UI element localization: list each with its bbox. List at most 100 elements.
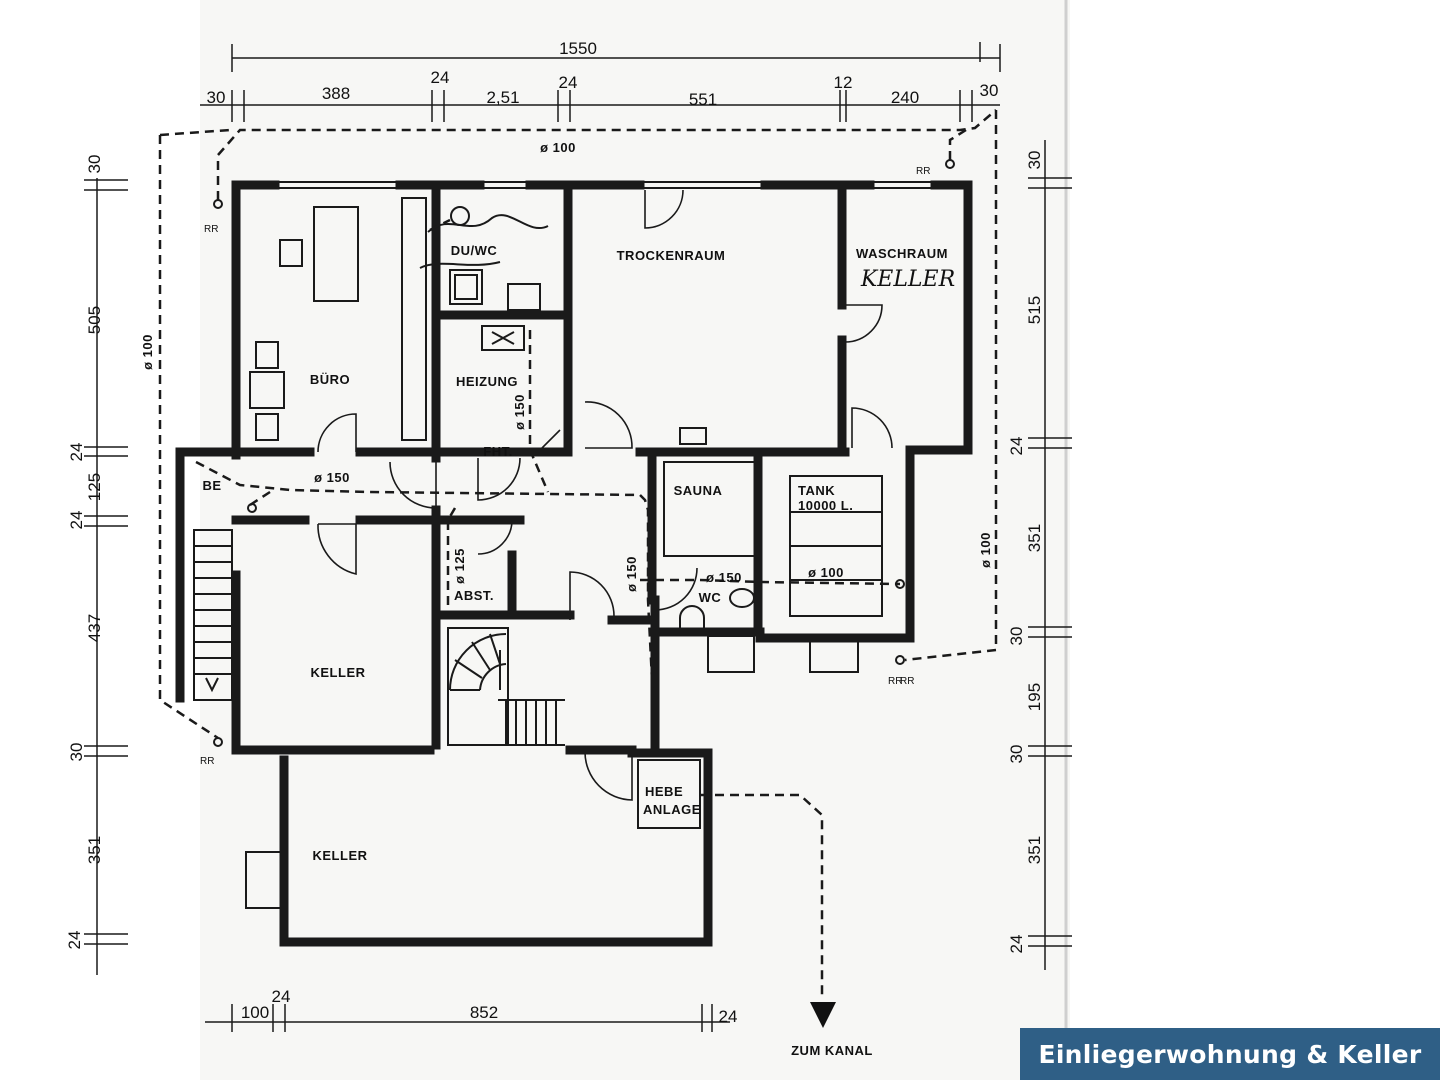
doors [317, 189, 893, 801]
rr-label: RR [888, 676, 902, 687]
dim-top-6: 551 [689, 90, 717, 109]
drain-point-icon [247, 503, 257, 513]
arrow-down-icon [810, 1002, 836, 1028]
handwritten-scribble [427, 214, 549, 233]
dim-right-4: 351 [1025, 524, 1044, 552]
pipe-d100-top: ø 100 [540, 140, 576, 155]
chair-icon [279, 239, 303, 267]
dim-top-total: 1550 [559, 39, 597, 58]
dim-left-6: 437 [85, 614, 104, 642]
room-labels: BÜRO HEIZUNG DU/WC TROCKENRAUM WASCHRAUM… [202, 243, 955, 1058]
dim-top-2: 388 [322, 84, 350, 103]
dim-bottom-3: 852 [470, 1003, 498, 1022]
dim-left-3: 24 [67, 443, 86, 462]
pipe-labels: ø 100 ø 100 ø 100 ø 100 ø 150 ø 150 ø 15… [140, 140, 993, 767]
dim-top-9: 30 [980, 81, 999, 100]
dim-right-3: 24 [1007, 437, 1026, 456]
pipe-d125: ø 125 [452, 548, 467, 584]
dim-right-2: 515 [1025, 296, 1044, 324]
stove-icon [679, 427, 707, 445]
dim-left-2: 505 [85, 306, 104, 334]
dim-right-8: 351 [1025, 836, 1044, 864]
dim-right-6: 195 [1025, 683, 1044, 711]
dim-bottom-1: 100 [241, 1003, 269, 1022]
rr-label: RR [200, 756, 214, 767]
pipe-d150-wc: ø 150 [706, 570, 742, 585]
dim-right-9: 24 [1007, 935, 1026, 954]
dim-top-3: 24 [431, 68, 450, 87]
label-heizung: HEIZUNG [456, 374, 518, 389]
pipe-d150-mid: ø 150 [624, 556, 639, 592]
furniture [249, 197, 883, 829]
dimensions-top: 1550 30 388 24 2,51 24 551 12 240 30 [200, 39, 1001, 122]
label-tank-volume: 10000 L. [798, 498, 853, 513]
windows [275, 181, 935, 189]
sauna-cabin-icon [663, 461, 757, 557]
drain-point-icon [895, 579, 905, 589]
label-fht: FHT. [483, 444, 512, 459]
rr-label: RR [900, 676, 914, 687]
dimensions-right: 30 515 24 351 30 195 30 351 24 [1007, 140, 1072, 970]
dim-top-4: 2,51 [486, 88, 519, 107]
chair-icon [255, 413, 279, 441]
dim-left-9: 24 [65, 931, 84, 950]
dim-left-5: 24 [67, 511, 86, 530]
label-hebe: HEBE [645, 784, 683, 799]
shelf-icon [401, 197, 427, 441]
dim-top-8: 240 [891, 88, 919, 107]
toilet-icon [729, 588, 755, 608]
drain-pipes [158, 109, 998, 1000]
label-zum-kanal: ZUM KANAL [791, 1043, 873, 1058]
paper-sheet [200, 0, 1070, 1080]
label-anlage: ANLAGE [643, 802, 701, 817]
rr-label: RR [204, 224, 218, 235]
dim-left-8: 351 [85, 836, 104, 864]
caption-badge: Einliegerwohnung & Keller [1020, 1028, 1440, 1080]
pipe-d100-right: ø 100 [978, 532, 993, 568]
rr-label: RR [916, 166, 930, 177]
handwritten-scribble [419, 261, 501, 269]
label-trockenraum: TROCKENRAUM [617, 248, 726, 263]
label-keller-2: KELLER [313, 848, 368, 863]
dim-left-1: 30 [85, 155, 104, 174]
label-wc: WC [699, 590, 722, 605]
label-sauna: SAUNA [674, 483, 723, 498]
table-icon [249, 371, 285, 409]
light-well [245, 851, 285, 909]
downpipe-icon [895, 655, 905, 665]
downpipe-icon [213, 737, 223, 747]
downpipe-icon [945, 159, 955, 169]
dim-left-7: 30 [67, 743, 86, 762]
label-duwc: DU/WC [451, 243, 498, 258]
walls [175, 180, 973, 947]
pipe-d150-hall: ø 150 [314, 470, 350, 485]
dim-right-7: 30 [1007, 745, 1026, 764]
downpipe-icon [213, 199, 223, 209]
washbasin-icon [679, 605, 705, 631]
pipe-d100-tank: ø 100 [808, 565, 844, 580]
dim-left-4: 125 [85, 473, 104, 501]
dim-right-1: 30 [1025, 151, 1044, 170]
light-well [707, 635, 755, 673]
label-buero: BÜRO [310, 372, 350, 387]
staircase [193, 529, 565, 746]
dim-right-5: 30 [1007, 627, 1026, 646]
desk-icon [313, 206, 359, 302]
pipe-d100-left: ø 100 [140, 334, 155, 370]
dimensions-bottom: 100 24 852 24 [205, 987, 737, 1032]
dim-bottom-2: 24 [272, 987, 291, 1006]
label-keller-1: KELLER [311, 665, 366, 680]
dim-bottom-4: 24 [719, 1007, 738, 1026]
label-tank: TANK [798, 483, 835, 498]
dim-top-5: 24 [559, 73, 578, 92]
label-be: BE [202, 478, 221, 493]
dim-top-1: 30 [207, 88, 226, 107]
pipe-d150-heiz: ø 150 [512, 394, 527, 430]
label-abst: ABST. [454, 588, 494, 603]
label-waschraum: WASCHRAUM [856, 246, 948, 261]
dim-top-7: 12 [834, 73, 853, 92]
dimensions-left: 30 505 24 125 24 437 30 351 24 [65, 155, 128, 975]
label-keller-handwritten: KELLER [860, 267, 955, 292]
washbasin-icon [507, 283, 541, 311]
